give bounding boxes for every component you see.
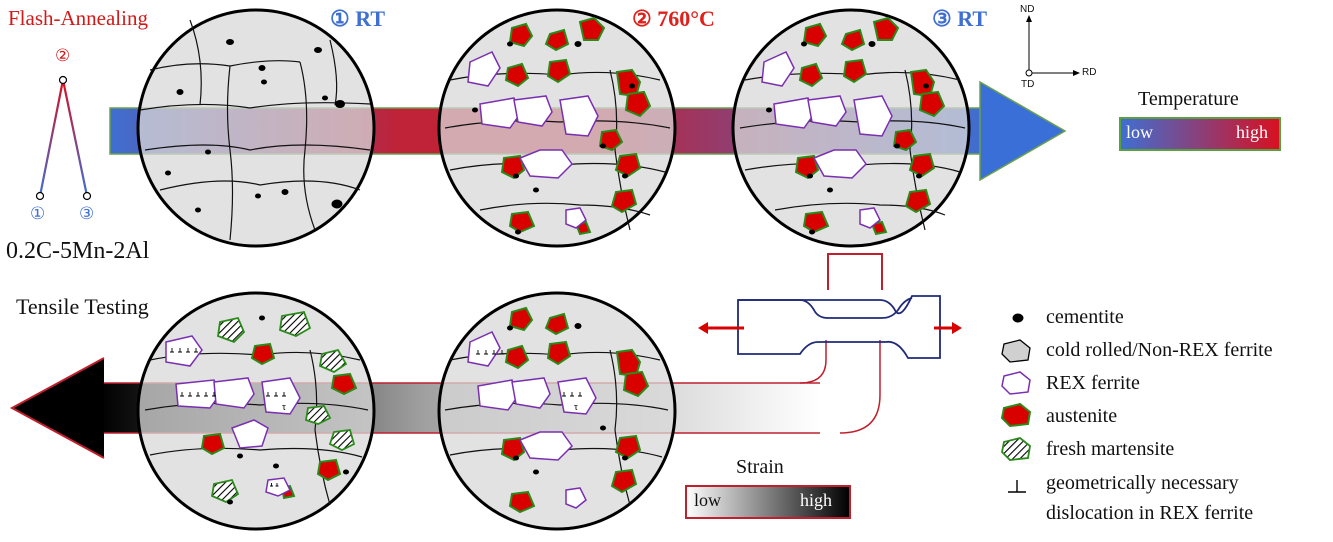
- triangle-label-peak: ②: [55, 46, 71, 65]
- triangle-label-right: ③: [79, 204, 95, 223]
- stage-label-3: ③ RT: [932, 6, 988, 31]
- microstructure-circle-3: [731, 8, 971, 248]
- legend-label-gnd-line1: geometrically necessary: [1046, 472, 1239, 494]
- svg-text:τ: τ: [574, 402, 578, 413]
- temperature-low: low: [1126, 122, 1153, 142]
- microstructure-circle-strained: τ: [136, 291, 376, 531]
- temperature-title: Temperature: [1138, 88, 1239, 110]
- legend-label-martensite: fresh martensite: [1046, 438, 1175, 460]
- annealing-path: [35, 75, 92, 201]
- axis-label-nd: ND: [1020, 4, 1035, 15]
- axis-label-rd: RD: [1082, 67, 1097, 78]
- strain-low: low: [694, 490, 721, 510]
- axis-label-td: TD: [1021, 79, 1035, 90]
- legend-symbols: [1000, 313, 1032, 493]
- triangle-label-left: ①: [30, 204, 46, 223]
- strain-scale-bar: [685, 485, 851, 519]
- tensile-title: Tensile Testing: [16, 294, 149, 319]
- stage-label-1: ① RT: [330, 6, 386, 31]
- nonrex-ferrite-icon: [1001, 339, 1031, 363]
- strain-high: high: [800, 490, 833, 510]
- temperature-high: high: [1236, 122, 1269, 142]
- martensite-icon: [1001, 437, 1031, 461]
- gnd-marks: [170, 348, 286, 487]
- microstructure-circle-2: [437, 8, 677, 248]
- strain-title: Strain: [736, 456, 784, 478]
- microstructure-circle-low-strain: τ: [437, 291, 677, 531]
- cementite-icon: [1012, 313, 1024, 323]
- svg-text:τ: τ: [282, 402, 286, 413]
- legend-label-nonrex: cold rolled/Non-REX ferrite: [1046, 339, 1273, 361]
- austenite-icon: [1000, 402, 1032, 428]
- legend-label-austenite: austenite: [1046, 405, 1118, 427]
- rex-ferrite-icon: [1001, 371, 1031, 395]
- legend-label-rex: REX ferrite: [1046, 372, 1140, 394]
- legend-label-cementite: cementite: [1046, 306, 1124, 328]
- microstructure-circle-1: [136, 8, 376, 248]
- dislocation-icon: [1008, 480, 1026, 493]
- flash-annealing-title: Flash-Annealing: [8, 6, 148, 30]
- alloy-label: 0.2C-5Mn-2Al: [6, 238, 150, 264]
- stage-label-2: ② 760°C: [632, 6, 715, 31]
- temperature-scale-bar: [1119, 117, 1281, 151]
- legend-label-gnd-line2: dislocation in REX ferrite: [1046, 502, 1254, 524]
- orientation-axes: [1025, 15, 1080, 77]
- tensile-specimen: [698, 253, 962, 359]
